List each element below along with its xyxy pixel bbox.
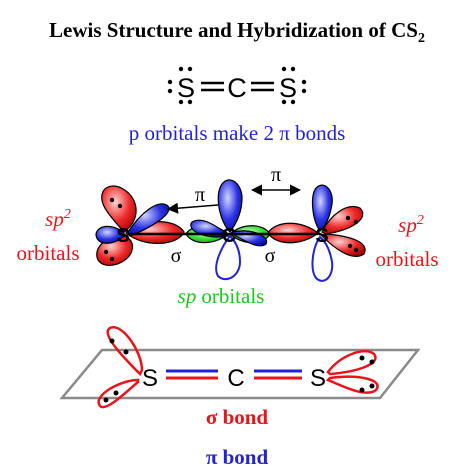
lewis-atom-center: C [227,73,247,103]
sp2-label-left: sp2 [45,207,71,231]
p-orbitals-caption: p orbitals make 2 π bonds [129,121,346,145]
carbon-p-lobe-top [217,179,243,233]
pi-label-right: π [271,164,281,186]
right-p-lobe-bottom [311,235,334,282]
right-sp2-lobe-upper [321,206,364,235]
carbon-p-lobe-left [190,219,229,238]
page-title: Lewis Structure and Hybridization of CS2 [49,18,425,46]
left-sp2-lobe-upper [101,185,137,233]
orbital-lone-pairs-right [345,215,359,253]
orbital-atom-left: S [116,225,129,247]
sigma-label-left: σ [171,245,182,267]
plane-atom-right: S [310,365,326,392]
pi-arrow-left [166,202,219,214]
lewis-atom-right: S [279,73,297,103]
plane-right-lone-pair-lobe-lower [325,375,379,394]
orbital-diagram: S C S π π σ σ sp2 orbitals sp2 orbitals … [17,164,439,308]
orbitals-label-right: orbitals [376,247,439,271]
plane-lone-pairs-right [359,355,375,393]
lewis-structure: S C S [167,66,307,105]
molecular-plane [59,348,421,400]
right-p-lobe-top [311,184,333,232]
plane-left-lone-pair-lobe-upper [106,326,144,377]
lewis-atom-left: S [177,73,195,103]
plane-left-lone-pair-lobe-lower [97,378,140,409]
plane-right-lone-pair-lobe-upper [326,349,377,376]
pi-label-left: π [195,184,205,206]
left-p-lobe-back [95,225,125,244]
carbon-p-lobe-bottom [215,234,242,281]
legend-pi-bond: π bond [206,445,269,469]
plane-lone-pairs-left [103,338,129,403]
plane-atom-center: C [227,365,244,392]
orbital-lone-pairs-left [103,197,123,262]
sp2-label-right: sp2 [398,213,424,237]
lewis-lone-pairs-left [167,66,193,105]
lewis-lone-pairs-right [281,66,307,105]
sigma-label-right: σ [265,245,276,267]
orbitals-label-left: orbitals [17,241,80,265]
orbital-atom-center: C [222,225,236,247]
plane-diagram: S C S [59,326,421,409]
legend-sigma-bond: σ bond [206,405,269,429]
plane-atom-left: S [142,365,158,392]
orbital-atom-right: S [315,225,328,247]
